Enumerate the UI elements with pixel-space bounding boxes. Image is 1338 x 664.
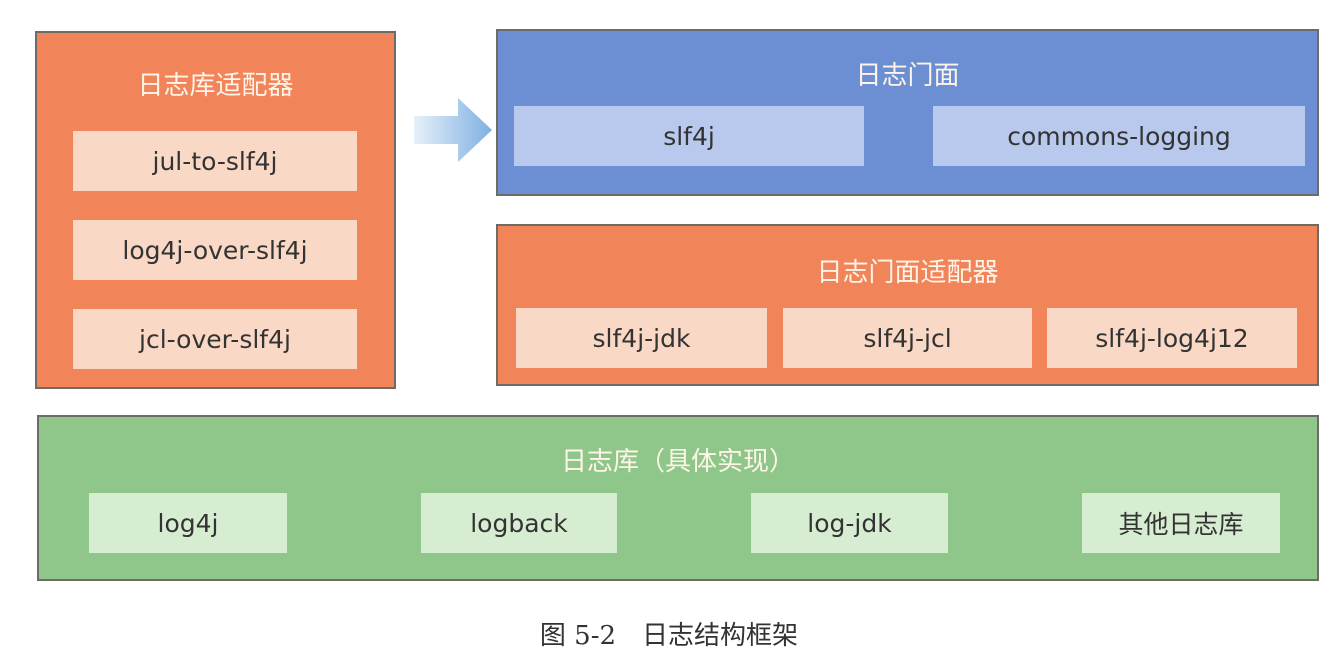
facade-adapter-slf4j-jdk: slf4j-jdk bbox=[516, 308, 767, 368]
library-logback: logback bbox=[421, 493, 617, 553]
group-title: 日志库（具体实现） bbox=[560, 447, 795, 477]
adapter-jcl-over-slf4j: jcl-over-slf4j bbox=[73, 309, 357, 369]
log-facade-adapters-group: 日志门面适配器 slf4j-jdk slf4j-jcl slf4j-log4j1… bbox=[496, 224, 1319, 386]
log-libraries-group: 日志库（具体实现） log4j logback log-jdk 其他日志库 bbox=[37, 415, 1319, 581]
facade-slf4j: slf4j bbox=[514, 106, 864, 166]
library-other: 其他日志库 bbox=[1082, 493, 1280, 553]
library-log-jdk: log-jdk bbox=[751, 493, 948, 553]
log-facade-group: 日志门面 slf4j commons-logging bbox=[496, 29, 1319, 196]
facade-adapter-slf4j-log4j12: slf4j-log4j12 bbox=[1047, 308, 1297, 368]
facade-commons-logging: commons-logging bbox=[933, 106, 1305, 166]
adapter-jul-to-slf4j: jul-to-slf4j bbox=[73, 131, 357, 191]
group-title: 日志门面 bbox=[855, 61, 960, 91]
group-title: 日志门面适配器 bbox=[816, 258, 999, 288]
library-log4j: log4j bbox=[89, 493, 287, 553]
adapter-log4j-over-slf4j: log4j-over-slf4j bbox=[73, 220, 357, 280]
figure-caption: 图 5-2 日志结构框架 bbox=[539, 621, 799, 651]
arrow-right-icon bbox=[414, 98, 492, 162]
facade-adapter-slf4j-jcl: slf4j-jcl bbox=[783, 308, 1032, 368]
log-library-adapters-group: 日志库适配器 jul-to-slf4j log4j-over-slf4j jcl… bbox=[35, 31, 396, 389]
group-title: 日志库适配器 bbox=[137, 71, 294, 101]
